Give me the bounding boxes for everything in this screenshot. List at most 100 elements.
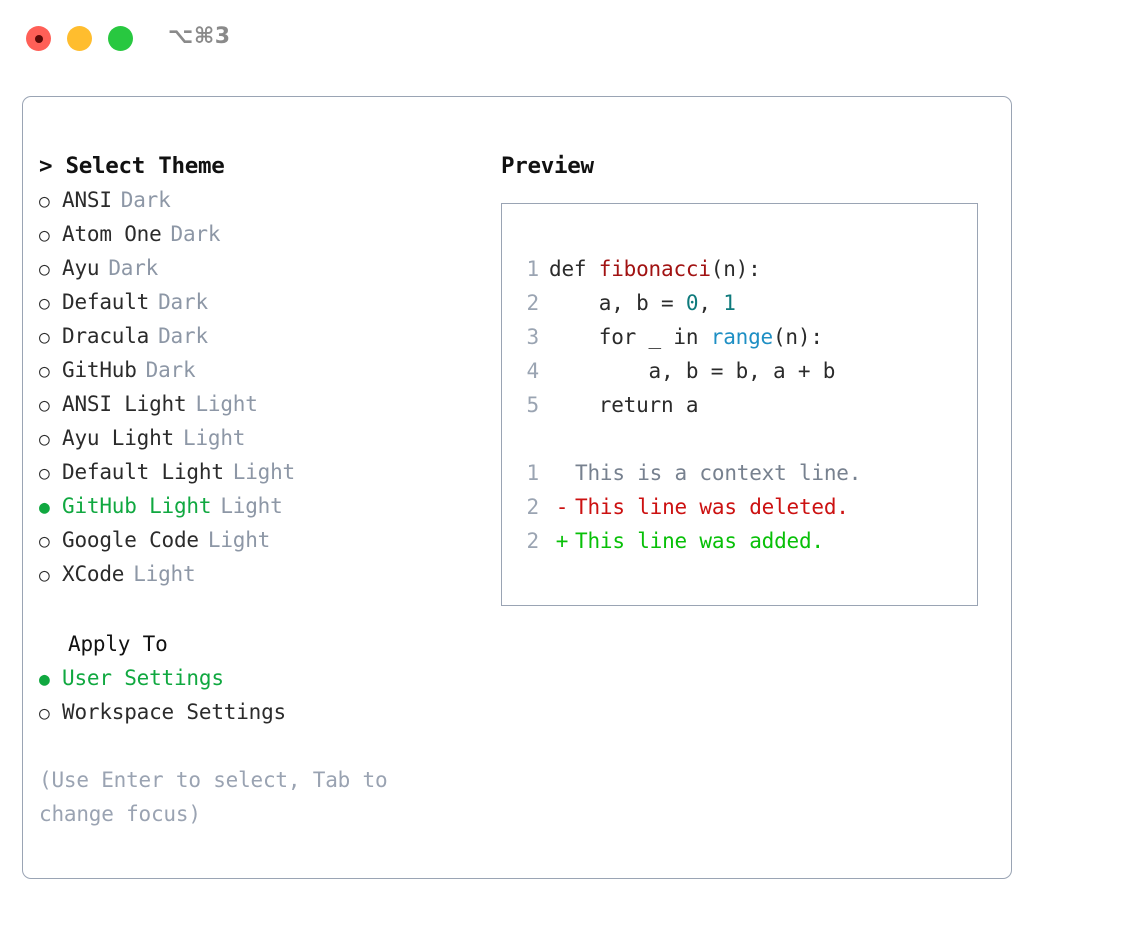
apply-to-option[interactable]: ● User Settings (39, 661, 479, 695)
theme-name: Atom One (62, 222, 162, 246)
code-line-content: return a (549, 388, 699, 422)
theme-name: ANSI (62, 188, 112, 212)
code-token-num: 1 (723, 291, 736, 315)
theme-name: Dracula (62, 324, 150, 348)
traffic-lights (26, 26, 133, 51)
theme-variant-tag: Light (232, 460, 295, 484)
code-line-number: 3 (526, 325, 540, 349)
theme-variant-tag: Dark (158, 290, 208, 314)
theme-list-item[interactable]: ○ Ayu Dark (39, 251, 479, 285)
radio-unselected-icon: ○ (39, 565, 50, 586)
theme-variant-tag: Light (220, 494, 283, 518)
theme-name: Ayu (62, 256, 100, 280)
theme-variant-tag: Dark (120, 188, 171, 212)
code-line: 5 return a (515, 388, 971, 422)
theme-list-item[interactable]: ○ Google Code Light (39, 523, 479, 557)
theme-variant-tag: Dark (108, 256, 159, 280)
theme-name: ANSI Light (62, 392, 187, 416)
keyboard-shortcut-label: ⌥⌘3 (168, 24, 231, 49)
theme-list-item[interactable]: ● GitHub Light Light (39, 489, 479, 523)
code-token-plain: for _ in (549, 325, 711, 349)
radio-unselected-icon: ○ (39, 429, 50, 450)
radio-unselected-icon: ○ (39, 703, 50, 724)
theme-list-item[interactable]: ○ Atom One Dark (39, 217, 479, 251)
maximize-window-button[interactable] (108, 26, 133, 51)
theme-name: Google Code (62, 528, 199, 552)
diff-line-del: 2-This line was deleted. (515, 490, 971, 524)
code-token-fn: fibonacci (598, 257, 711, 281)
radio-unselected-icon: ○ (39, 531, 50, 552)
diff-sign: - (555, 495, 569, 519)
theme-variant-tag: Dark (170, 222, 221, 246)
code-line: 3 for _ in range(n): (515, 320, 971, 354)
diff-lines: 1 This is a context line.2-This line was… (515, 456, 971, 558)
code-token-num: 0 (685, 291, 699, 315)
apply-to-option[interactable]: ○ Workspace Settings (39, 695, 479, 729)
diff-line-add: 2 +This line was added. (515, 524, 971, 558)
radio-selected-icon: ● (39, 669, 50, 690)
window-titlebar: ⌥⌘3 (0, 0, 1140, 78)
theme-variant-tag: Light (195, 392, 258, 416)
radio-unselected-icon: ○ (39, 327, 50, 348)
code-line-number: 1 (526, 257, 540, 281)
close-window-button[interactable] (26, 26, 51, 51)
code-line-number: 2 (526, 291, 540, 315)
theme-list-item[interactable]: ○ Default Dark (39, 285, 479, 319)
diff-sign (549, 456, 575, 490)
code-line-content: for _ in range(n): (549, 320, 823, 354)
diff-sign: + (555, 529, 569, 553)
code-line-content: a, b = b, a + b (549, 354, 836, 388)
radio-selected-icon: ● (39, 497, 50, 518)
radio-unselected-icon: ○ (39, 395, 50, 416)
radio-unselected-icon: ○ (39, 259, 50, 280)
minimize-window-button[interactable] (67, 26, 92, 51)
preview-header: Preview (501, 153, 594, 179)
diff-line-ctx: 1 This is a context line. (515, 456, 971, 490)
apply-to-option-label: Workspace Settings (62, 700, 286, 724)
code-line: 2 a, b = 0, 1 (515, 286, 971, 320)
diff-line-number: 2 (526, 495, 540, 519)
theme-variant-tag: Light (207, 528, 271, 552)
theme-name: GitHub Light (62, 494, 212, 518)
apply-to-options[interactable]: ● User Settings ○ Workspace Settings (39, 661, 479, 729)
code-token-plain: (n): (710, 257, 761, 281)
radio-unselected-icon: ○ (39, 225, 50, 246)
code-token-plain: a, b = b, a + b (549, 359, 836, 383)
theme-name: GitHub (62, 358, 137, 382)
theme-name: XCode (62, 562, 125, 586)
diff-line-text: This line was added. (575, 529, 824, 553)
diff-line-number: 1 (526, 461, 540, 485)
theme-list-item[interactable]: ○ ANSI Light Light (39, 387, 479, 421)
apply-to-option-label: User Settings (62, 666, 224, 690)
code-line: 4 a, b = b, a + b (515, 354, 971, 388)
apply-to-section: Apply To ● User Settings ○ Workspace Settin… (39, 627, 479, 729)
theme-variant-tag: Light (183, 426, 246, 450)
code-token-plain: (n): (772, 325, 823, 349)
theme-name: Default (62, 290, 150, 314)
apply-to-header: Apply To (68, 632, 168, 656)
code-line-content: def fibonacci(n): (549, 252, 761, 286)
theme-list-item[interactable]: ○ ANSI Dark (39, 183, 479, 217)
radio-unselected-icon: ○ (39, 293, 50, 314)
radio-unselected-icon: ○ (39, 191, 50, 212)
theme-list-item[interactable]: ○ Dracula Dark (39, 319, 479, 353)
theme-name: Default Light (62, 460, 224, 484)
diff-line-number: 2 (526, 529, 540, 553)
theme-variant-tag: Dark (158, 324, 208, 348)
code-token-call: range (710, 325, 773, 349)
code-line-content: a, b = 0, 1 (549, 286, 736, 320)
select-theme-header: > Select Theme (39, 153, 225, 179)
code-token-plain: return a (549, 393, 699, 417)
